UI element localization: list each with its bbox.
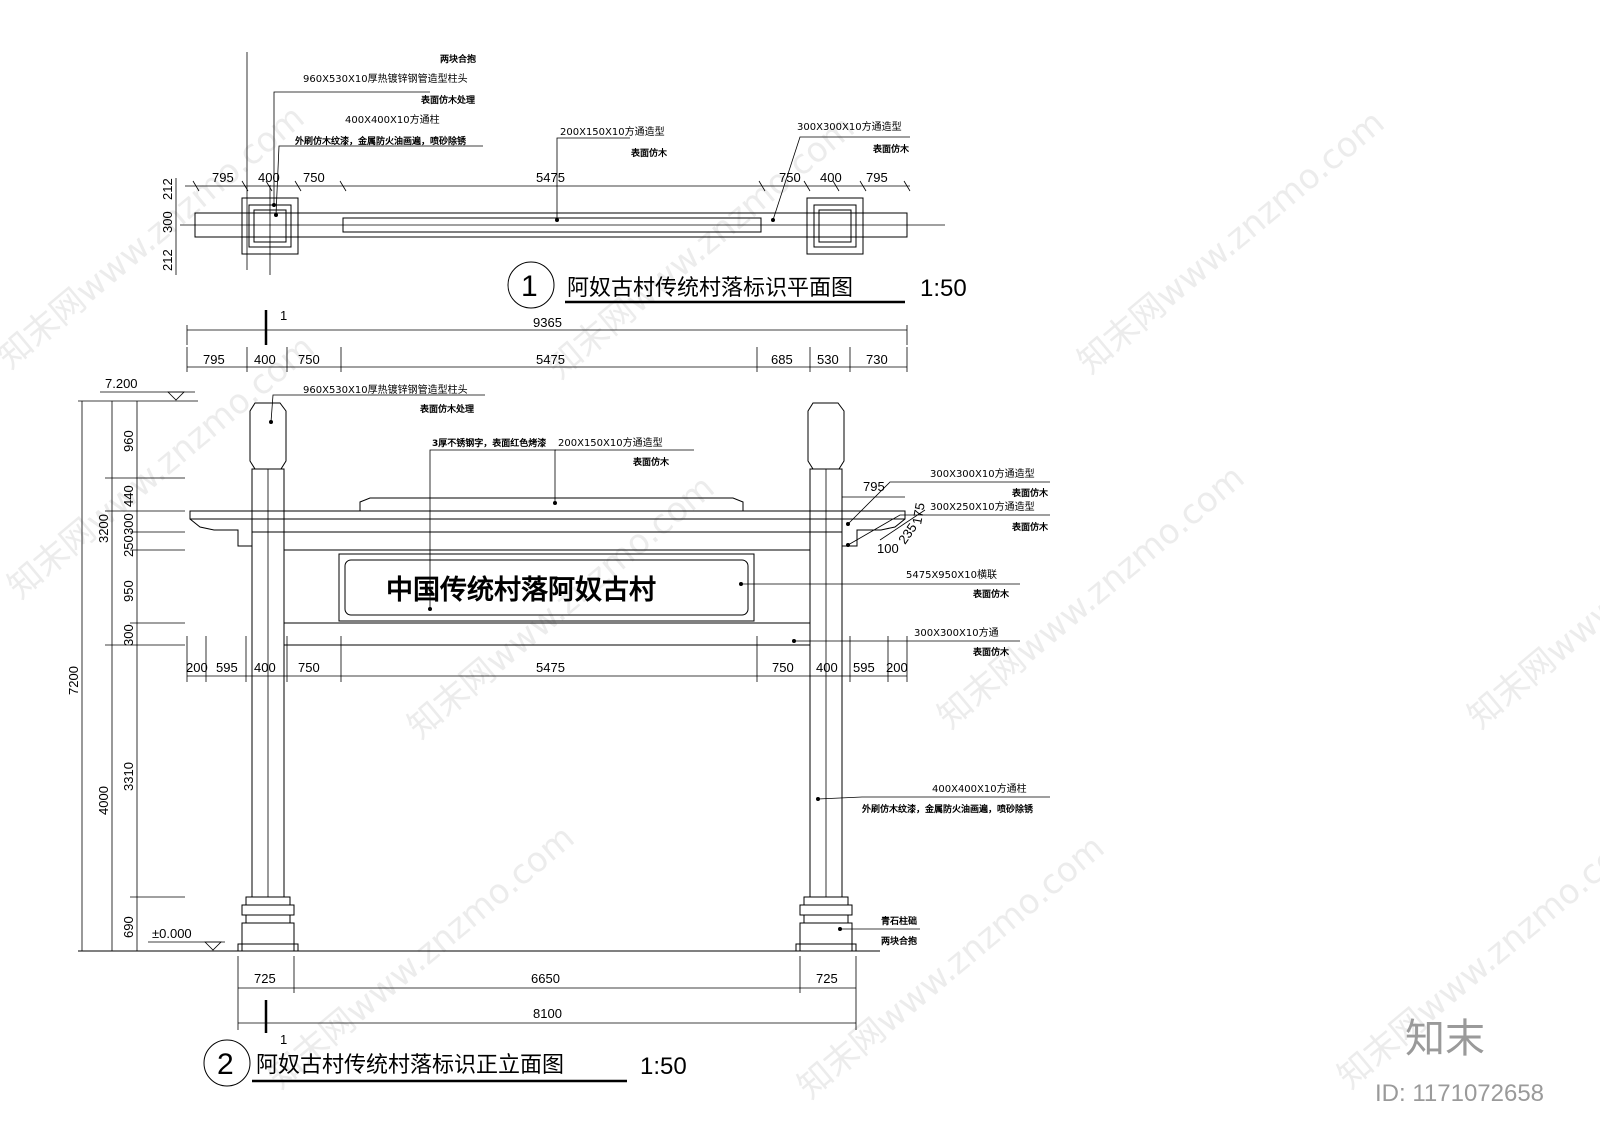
plan-dim: 750 [779, 170, 801, 185]
elev-title: 阿奴古村传统村落标识正立面图 [256, 1053, 564, 1078]
plan-note: 表面仿木处理 [420, 94, 475, 106]
plan-note: 表面仿木 [872, 143, 910, 155]
plan-note: 表面仿木 [630, 147, 668, 159]
plan-dim: 750 [303, 170, 325, 185]
plan-title-number: 1 [521, 270, 538, 303]
plan-dim: 5475 [536, 170, 565, 185]
elev-left-total: 7200 [66, 666, 81, 695]
plan-note: 200X150X10方通造型 [560, 125, 665, 138]
logo-id: ID: 1171072658 [1375, 1080, 1544, 1107]
elev-left-dim: 950 [121, 580, 136, 602]
watermark: 知末网www.znzmo.com [0, 327, 322, 606]
elev-left-dim: 300 [121, 624, 136, 646]
elev-top-dim: 5475 [536, 352, 565, 367]
elev-note: 5475X950X10横联 [906, 568, 997, 581]
small-dim: 100 [877, 541, 899, 556]
elev-left-dim: 300 [121, 513, 136, 535]
section-mark: 1 [280, 1032, 287, 1047]
watermark: 知末网www.znzmo.com [400, 467, 722, 746]
elev-note: 青石柱础 [881, 915, 917, 927]
elev-note: 表面仿木 [632, 456, 670, 468]
elev-note: 表面仿木处理 [419, 403, 474, 415]
plan-vdim: 212 [160, 178, 175, 200]
elev-mid-dim: 400 [816, 660, 838, 675]
elev-left-total: 4000 [96, 786, 111, 815]
plan-dim: 400 [258, 170, 280, 185]
elev-left-dim: 3310 [121, 762, 136, 791]
elev-note: 300X300X10方通造型 [930, 467, 1035, 480]
logo-name: 知末 [1405, 1016, 1485, 1062]
level-top: 7.200 [105, 376, 138, 391]
plan-dim: 795 [866, 170, 888, 185]
elev-top-dim: 795 [203, 352, 225, 367]
plan-vdim: 212 [160, 249, 175, 271]
elev-mid-dim: 595 [216, 660, 238, 675]
elev-left-dim: 690 [121, 916, 136, 938]
plan-note: 960X530X10厚热镀锌钢管造型柱头 [303, 72, 468, 85]
elev-note: 表面仿木 [972, 646, 1010, 658]
elevation-view: 1 9365 795 400 750 5475 685 530 730 7.20… [66, 308, 1050, 1087]
elev-top-dim: 730 [866, 352, 888, 367]
elev-note: 3厚不锈钢字，表面红色烤漆 [432, 437, 546, 449]
plan-view: 两块合抱 960X530X10厚热镀锌钢管造型柱头 表面仿木处理 400X400… [160, 52, 967, 309]
elev-top-dim: 750 [298, 352, 320, 367]
elev-note: 300X300X10方通 [914, 626, 999, 639]
watermark: 知末网www.znzmo.com [790, 827, 1112, 1106]
elev-left-dim: 440 [121, 485, 136, 507]
elev-note: 200X150X10方通造型 [558, 436, 663, 449]
elev-note: 表面仿木 [1011, 521, 1049, 533]
plan-dim: 400 [820, 170, 842, 185]
elev-left-dim: 250 [121, 535, 136, 557]
elev-bottom-dim: 725 [254, 971, 276, 986]
elev-left-total: 3200 [96, 514, 111, 543]
plan-note: 400X400X10方通柱 [345, 113, 440, 126]
plan-note: 300X300X10方通造型 [797, 120, 902, 133]
total-width-dim: 9365 [533, 315, 562, 330]
elev-mid-dim: 750 [298, 660, 320, 675]
watermark: 知末网www.znzmo.com [1070, 102, 1392, 381]
brand-logo: 知末 ID: 1171072658 [1375, 1016, 1544, 1107]
elev-bottom-dim: 725 [816, 971, 838, 986]
elev-mid-dim: 595 [853, 660, 875, 675]
total-bottom-dim: 8100 [533, 1006, 562, 1021]
small-dim: 795 [863, 479, 885, 494]
small-dim: 175 [909, 502, 928, 526]
elev-scale: 1:50 [640, 1053, 687, 1080]
elev-title-number: 2 [217, 1048, 234, 1081]
plan-title: 阿奴古村传统村落标识平面图 [567, 276, 853, 301]
elev-left-dim: 960 [121, 430, 136, 452]
elev-note: 300X250X10方通造型 [930, 500, 1035, 513]
elev-note: 表面仿木 [972, 588, 1010, 600]
plan-note: 两块合抱 [440, 53, 476, 65]
elev-mid-dim: 200 [186, 660, 208, 675]
sign-text: 中国传统村落阿奴古村 [386, 574, 656, 606]
elev-mid-dim: 750 [772, 660, 794, 675]
plan-scale: 1:50 [920, 275, 967, 302]
elev-bottom-dim: 6650 [531, 971, 560, 986]
elev-note: 外刷仿木纹漆，金属防火油画遍，喷砂除锈 [861, 803, 1034, 815]
plan-vdim: 300 [160, 211, 175, 233]
watermark: 知末网www.znzmo.com [1460, 457, 1600, 736]
watermark-layer: 知末网www.znzmo.com 知末网www.znzmo.com 知末网www… [0, 97, 1600, 1106]
elev-mid-dim: 400 [254, 660, 276, 675]
elev-note: 两块合抱 [881, 935, 917, 947]
elev-note: 表面仿木 [1011, 487, 1049, 499]
section-mark: 1 [280, 308, 287, 323]
elev-top-dim: 400 [254, 352, 276, 367]
elev-mid-dim: 200 [886, 660, 908, 675]
plan-note: 外刷仿木纹漆，金属防火油画遍，喷砂除锈 [294, 135, 467, 147]
elev-mid-dim: 5475 [536, 660, 565, 675]
elev-note: 400X400X10方通柱 [932, 782, 1027, 795]
level-zero: ±0.000 [152, 926, 192, 941]
plan-dim: 795 [212, 170, 234, 185]
elev-top-dim: 685 [771, 352, 793, 367]
elev-top-dim: 530 [817, 352, 839, 367]
elev-note: 960X530X10厚热镀锌钢管造型柱头 [303, 383, 468, 396]
